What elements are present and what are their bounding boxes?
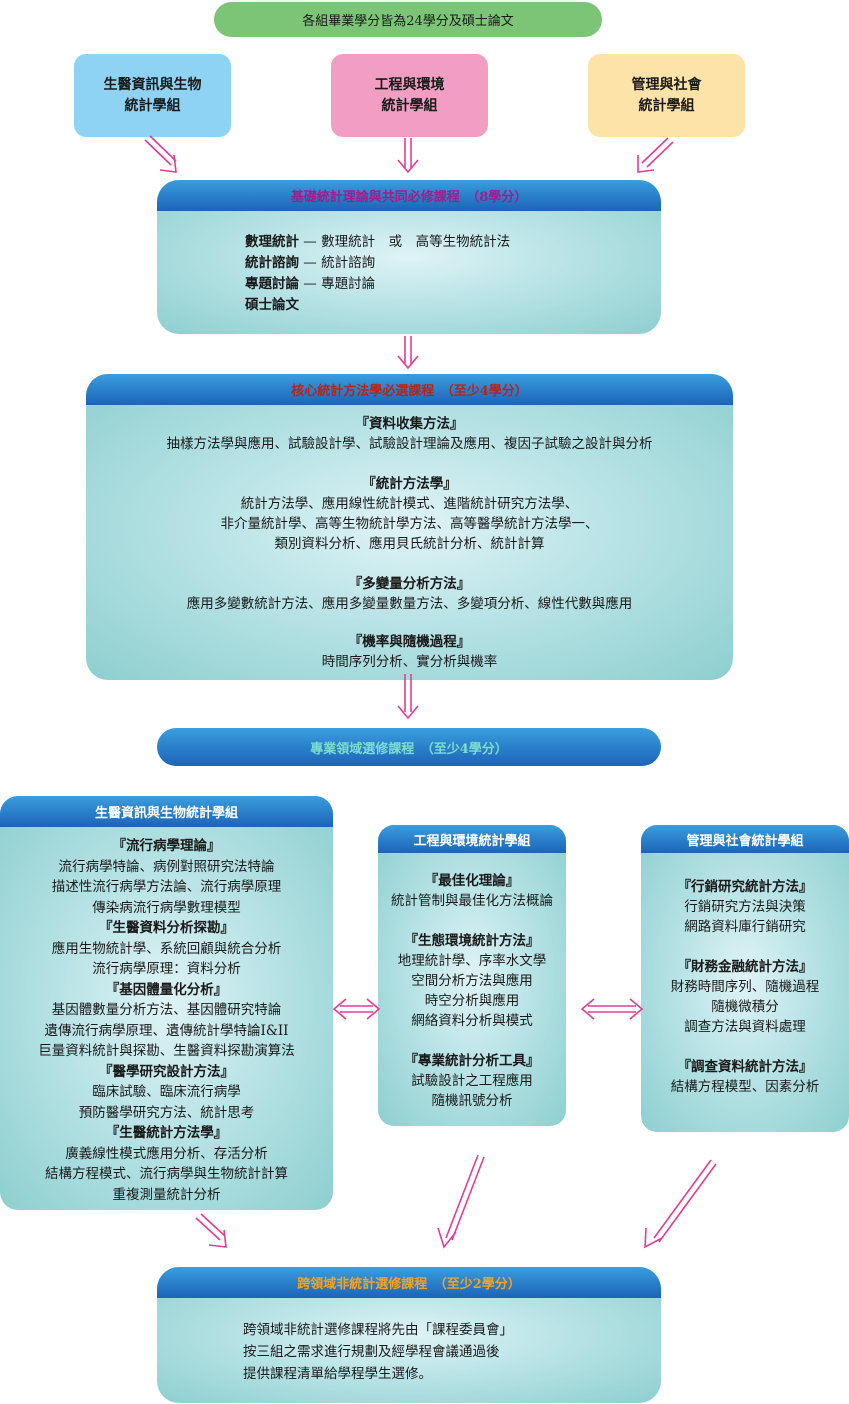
arrow-management-to-cross [644, 1159, 717, 1249]
engineering-sections: 『最佳化理論』 統計管制與最佳化方法概論 『生態環境統計方法』 地理統計學、序率… [391, 873, 553, 1109]
group-box-management: 管理與社會 統計學組 [588, 54, 745, 137]
group-box-biomedical-line2: 統計學組 [124, 97, 181, 114]
basic-courses-panel: 基礎統計理論與共同必修課程 （8學分） 數理統計 — 數理統計 或 高等生物統計… [157, 180, 661, 334]
cross-domain-panel: 跨領域非統計選修課程 （至少2學分） 跨領域非統計選修課程將先由「課程委員會」 … [157, 1267, 661, 1403]
basic-courses-list: 數理統計 — 數理統計 或 高等生物統計法 統計諮詢 — 統計諮詢 專題討論 —… [245, 232, 510, 316]
double-arrow-engineering-management [580, 998, 644, 1020]
engineering-group-panel: 工程與環境統計學組 『最佳化理論』 統計管制與最佳化方法概論 『生態環境統計方法… [378, 825, 566, 1126]
core-section-statistical-methods: 『統計方法學』 統計方法學、應用線性統計模式、進階統計研究方法學、 非介量統計學… [220, 476, 599, 552]
arrow-basic-to-core [397, 336, 419, 370]
biomedical-sections: 『流行病學理論』 流行病學特論、病例對照研究法特論 描述性流行病學方法論、流行病… [38, 838, 295, 1203]
group-box-biomedical: 生醫資訊與生物 統計學組 [74, 54, 231, 137]
core-section-probability: 『機率與隨機過程』 時間序列分析、實分析與機率 [321, 634, 498, 670]
elective-courses-title: 專業領域選修課程 （至少4學分） [310, 741, 508, 757]
management-group-title-bar: 管理與社會統計學組 [641, 825, 849, 853]
basic-courses-title: 基礎統計理論與共同必修課程 （8學分） [290, 190, 528, 205]
cross-domain-title-bar: 跨領域非統計選修課程 （至少2學分） [157, 1267, 661, 1298]
cross-domain-description: 跨領域非統計選修課程將先由「課程委員會」 按三組之需求進行規劃及經學程會議通過後… [243, 1322, 513, 1382]
core-courses-title-bar: 核心統計方法學必選課程 （至少4學分） [86, 374, 733, 405]
management-group-title: 管理與社會統計學組 [686, 833, 804, 849]
basic-course-row: 統計諮詢 — 統計諮詢 [245, 255, 376, 271]
group-box-engineering: 工程與環境 統計學組 [331, 54, 488, 137]
engineering-group-title-bar: 工程與環境統計學組 [378, 825, 566, 853]
double-arrow-biomedical-engineering [332, 998, 381, 1020]
biomedical-group-panel: 生醫資訊與生物統計學組 『流行病學理論』 流行病學特論、病例對照研究法特論 描述… [0, 796, 333, 1210]
arrow-management-to-basic [637, 137, 674, 173]
group-box-engineering-line2: 統計學組 [381, 97, 438, 114]
group-box-management-line1: 管理與社會 [631, 76, 702, 93]
basic-course-row: 專題討論 — 專題討論 [245, 276, 376, 292]
engineering-group-title: 工程與環境統計學組 [413, 833, 531, 849]
graduation-credits-banner: 各組畢業學分皆為24學分及碩士論文 [214, 2, 602, 37]
group-box-engineering-line1: 工程與環境 [374, 76, 445, 93]
management-sections: 『行銷研究統計方法』 行銷研究方法與決策 網路資料庫行銷研究 『財務金融統計方法… [670, 879, 820, 1095]
management-group-panel: 管理與社會統計學組 『行銷研究統計方法』 行銷研究方法與決策 網路資料庫行銷研究… [641, 825, 849, 1132]
basic-course-row: 碩士論文 [245, 297, 299, 313]
arrow-biomedical-to-cross [195, 1213, 227, 1248]
basic-course-row: 數理統計 — 數理統計 或 高等生物統計法 [245, 234, 511, 250]
biomedical-group-title-bar: 生醫資訊與生物統計學組 [0, 796, 333, 827]
core-courses-title: 核心統計方法學必選課程 （至少4學分） [291, 384, 528, 399]
basic-courses-title-bar: 基礎統計理論與共同必修課程 （8學分） [157, 180, 661, 211]
arrow-biomedical-to-basic [144, 135, 177, 173]
arrow-engineering-to-basic [397, 138, 419, 174]
core-courses-panel: 核心統計方法學必選課程 （至少4學分） 『資料收集方法』 抽樣方法學與應用、試驗… [86, 374, 733, 680]
core-section-multivariate: 『多變量分析方法』 應用多變數統計方法、應用多變量數量方法、多變項分析、線性代數… [186, 576, 633, 612]
group-box-biomedical-line1: 生醫資訊與生物 [103, 76, 202, 93]
biomedical-group-title: 生醫資訊與生物統計學組 [94, 806, 238, 821]
group-box-management-line2: 統計學組 [638, 97, 695, 114]
elective-courses-banner: 專業領域選修課程 （至少4學分） [157, 728, 661, 766]
core-section-data-collection: 『資料收集方法』 抽樣方法學與應用、試驗設計學、試驗設計理論及應用、複因子試驗之… [166, 416, 653, 452]
arrow-engineering-to-cross [437, 1154, 485, 1249]
graduation-credits-text: 各組畢業學分皆為24學分及碩士論文 [302, 14, 514, 29]
arrow-core-to-elective [397, 674, 419, 720]
cross-domain-title: 跨領域非統計選修課程 （至少2學分） [297, 1277, 521, 1292]
